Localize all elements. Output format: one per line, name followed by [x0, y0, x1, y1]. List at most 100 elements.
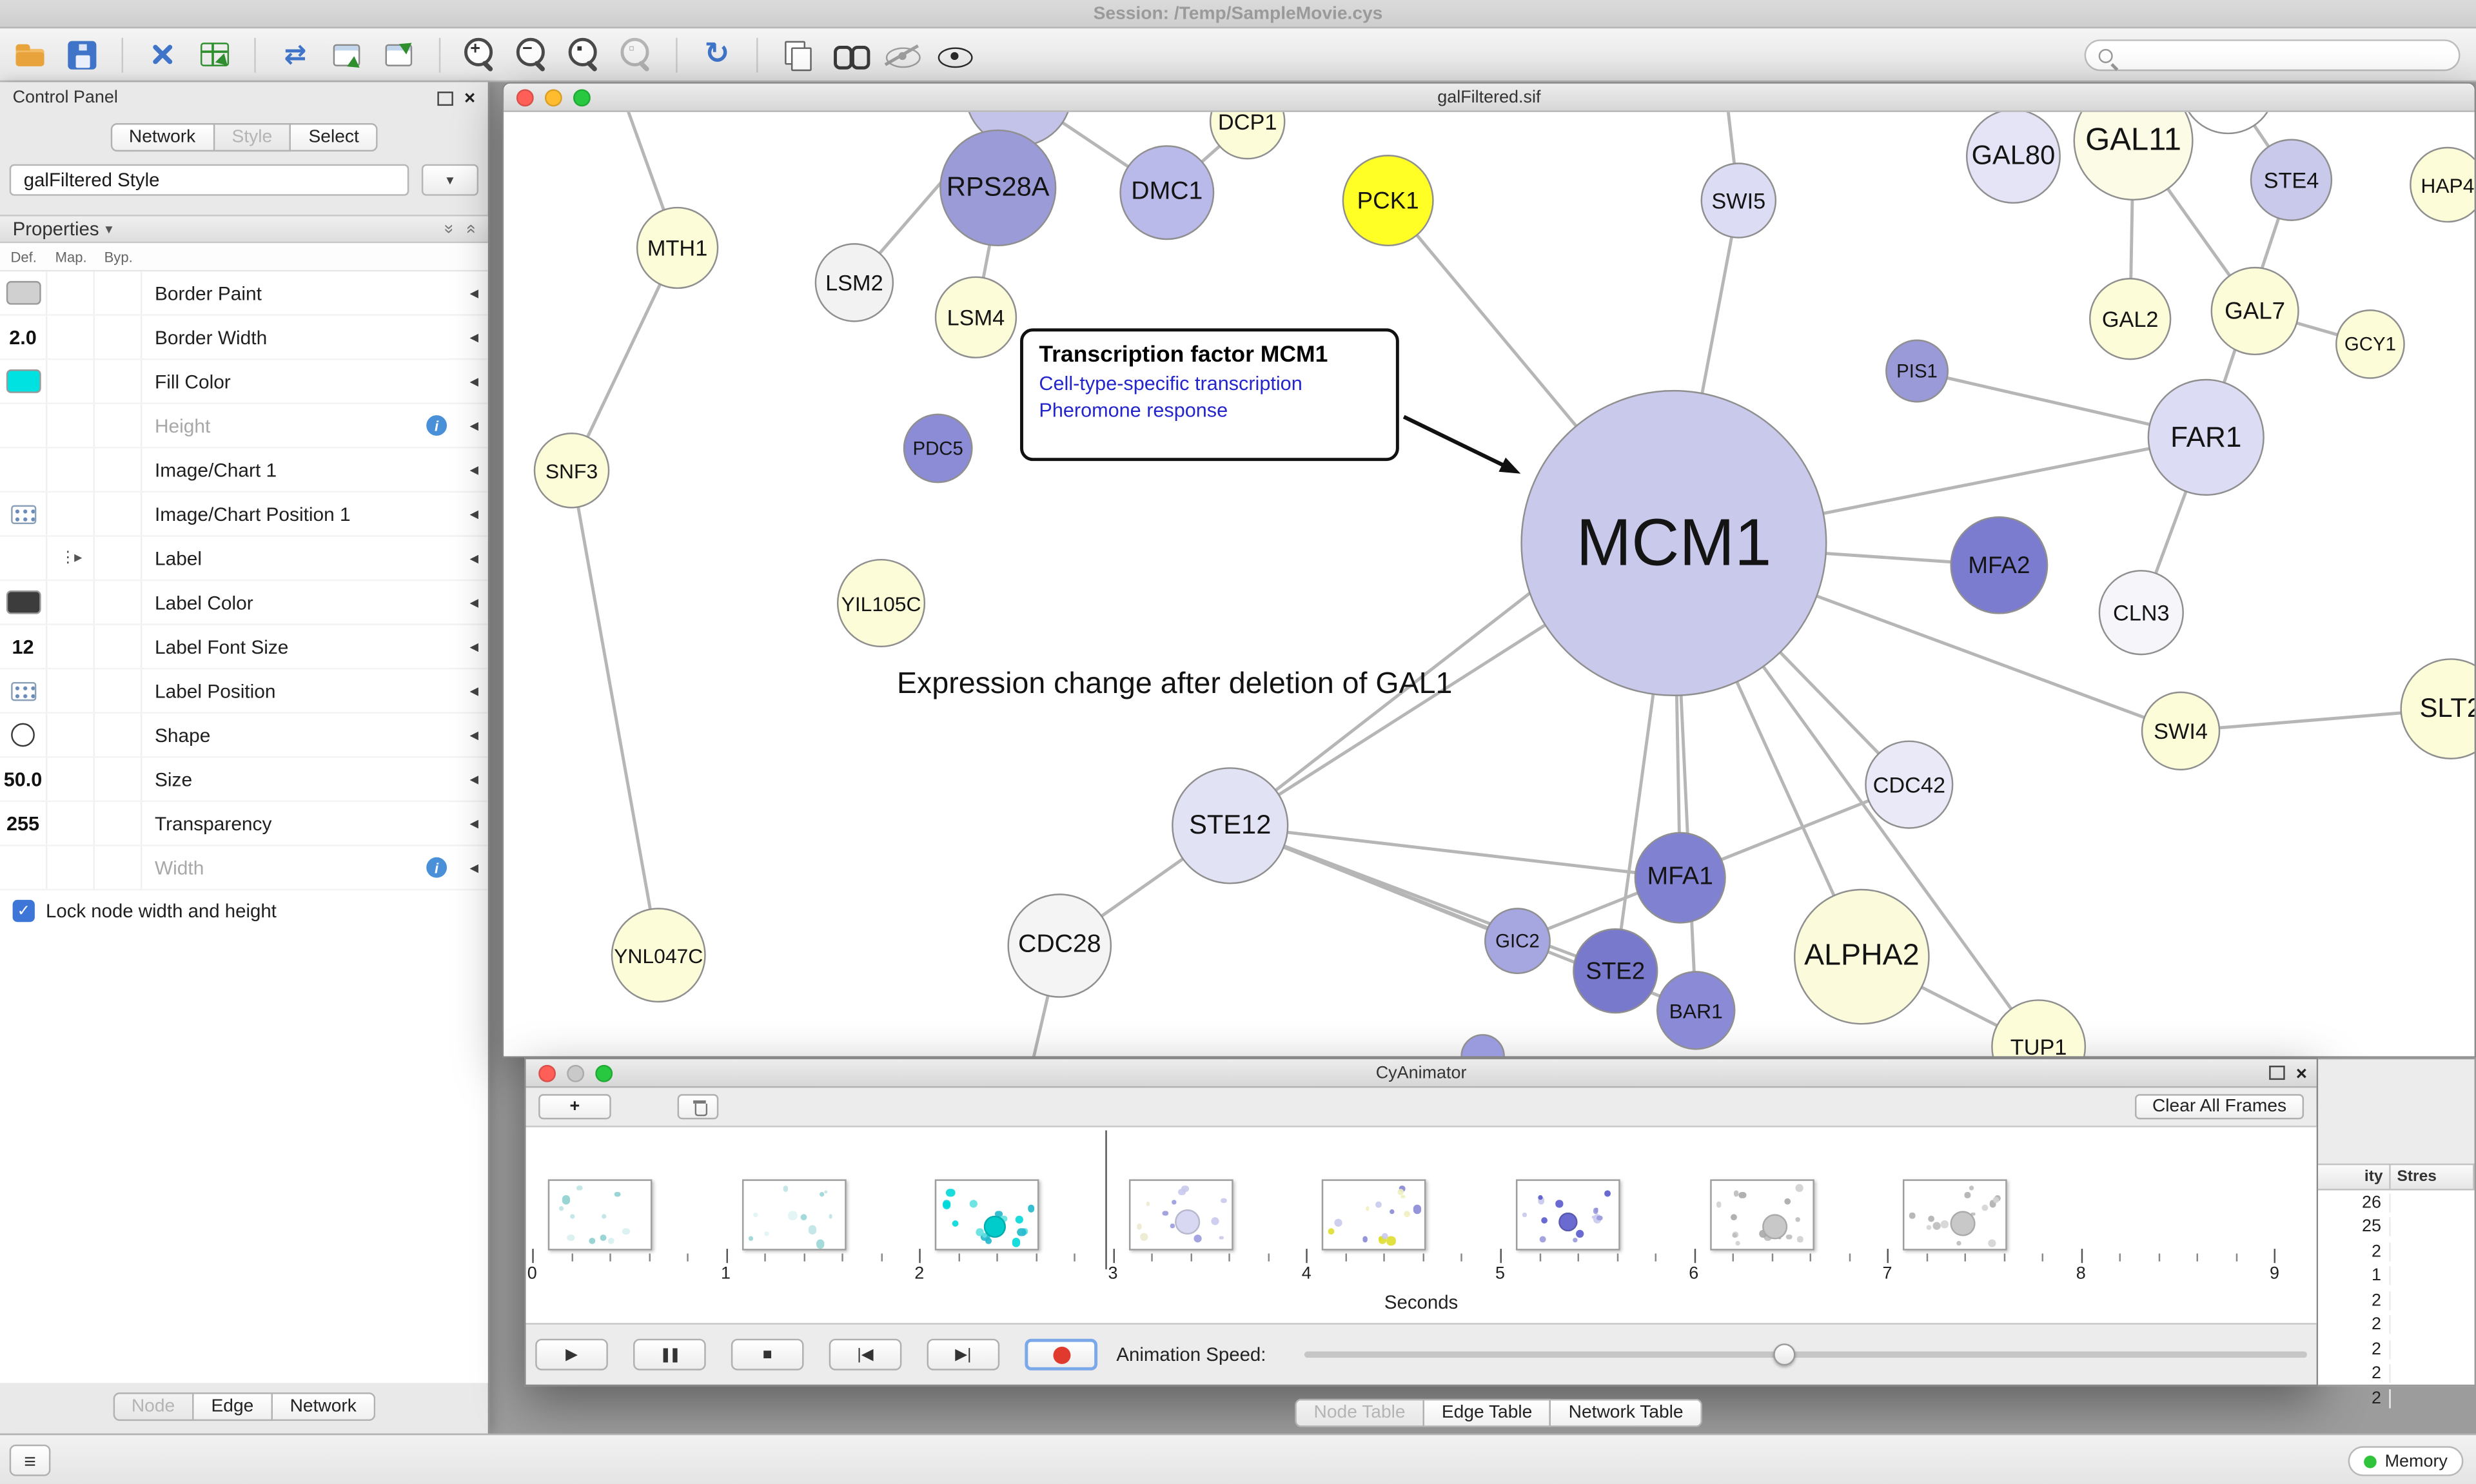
- mapping-cell[interactable]: [47, 757, 95, 801]
- node-far1[interactable]: FAR1: [2147, 378, 2265, 496]
- default-value-cell[interactable]: [0, 448, 48, 491]
- property-row-shape[interactable]: Shape◂: [0, 713, 488, 758]
- bypass-cell[interactable]: [95, 846, 142, 889]
- close-traffic-light[interactable]: [538, 1064, 556, 1082]
- table-row[interactable]: 2: [2318, 1313, 2474, 1337]
- node-swi5[interactable]: SWI5: [1700, 162, 1777, 239]
- node-mfa2[interactable]: MFA2: [1950, 516, 2049, 614]
- property-row-label-color[interactable]: Label Color◂: [0, 581, 488, 625]
- mapping-cell[interactable]: [47, 315, 95, 358]
- annotation-box[interactable]: Transcription factor MCM1 Cell-type-spec…: [1020, 328, 1399, 462]
- search-input[interactable]: [2120, 46, 2446, 65]
- node-gal80[interactable]: GAL80: [1965, 112, 2061, 204]
- default-value-cell[interactable]: [0, 271, 48, 315]
- pause-button[interactable]: [633, 1338, 706, 1371]
- column-header[interactable]: Stres: [2390, 1163, 2475, 1191]
- zoom-selected-icon[interactable]: ▫: [616, 34, 657, 75]
- cyanimator-titlebar[interactable]: CyAnimator ×: [526, 1059, 2317, 1088]
- frame-thumbnail[interactable]: [1128, 1179, 1233, 1251]
- open-session-icon[interactable]: [10, 34, 51, 75]
- property-row-label-position[interactable]: Label Position◂: [0, 669, 488, 714]
- expand-arrow-icon[interactable]: ◂: [469, 770, 479, 790]
- default-value-cell[interactable]: [0, 360, 48, 403]
- mapping-cell[interactable]: [47, 625, 95, 668]
- node-ste2[interactable]: STE2: [1573, 928, 1658, 1014]
- expand-arrow-icon[interactable]: ◂: [469, 461, 479, 480]
- expand-arrow-icon[interactable]: ◂: [469, 726, 479, 745]
- node-ste4[interactable]: STE4: [2250, 139, 2333, 221]
- table-row[interactable]: 2: [2318, 1337, 2474, 1362]
- bypass-cell[interactable]: [95, 315, 142, 358]
- node-lsm2[interactable]: LSM2: [814, 243, 894, 322]
- bypass-cell[interactable]: [95, 404, 142, 447]
- tab-edge-table[interactable]: Edge Table: [1424, 1398, 1551, 1427]
- frame-thumbnail[interactable]: [1322, 1179, 1427, 1251]
- default-value-cell[interactable]: 255: [0, 802, 48, 845]
- record-button[interactable]: [1025, 1338, 1098, 1371]
- panel-menu-button[interactable]: ≡: [9, 1444, 51, 1476]
- zoom-traffic-light[interactable]: [595, 1064, 613, 1082]
- node-lsm4[interactable]: LSM4: [934, 276, 1017, 358]
- mapping-cell[interactable]: [47, 404, 95, 447]
- style-options-button[interactable]: ▾: [421, 164, 479, 196]
- lock-size-row[interactable]: ✓ Lock node width and height: [12, 899, 277, 923]
- tab-network[interactable]: Network: [110, 123, 215, 152]
- expand-arrow-icon[interactable]: ◂: [469, 328, 479, 347]
- close-icon[interactable]: ×: [464, 86, 476, 109]
- zoom-traffic-light[interactable]: [573, 88, 591, 106]
- expand-arrow-icon[interactable]: ◂: [469, 593, 479, 613]
- expand-arrow-icon[interactable]: ◂: [469, 638, 479, 657]
- tab-network-table[interactable]: Network Table: [1551, 1398, 1702, 1427]
- property-row-label[interactable]: ⋮▸Label◂: [0, 536, 488, 581]
- node-snf3[interactable]: SNF3: [533, 433, 610, 509]
- node-pck1[interactable]: PCK1: [1342, 155, 1434, 247]
- find-icon[interactable]: [829, 34, 870, 75]
- export-image-icon[interactable]: [379, 34, 420, 75]
- tab-node-table[interactable]: Node Table: [1295, 1398, 1424, 1427]
- minimize-traffic-light[interactable]: [544, 88, 562, 106]
- node-bar1[interactable]: BAR1: [1656, 971, 1736, 1050]
- node-ynl047c[interactable]: YNL047C: [611, 908, 706, 1003]
- network-canvas[interactable]: Expression change after deletion of GAL1…: [504, 112, 2475, 1057]
- annotation-link[interactable]: Pheromone response: [1039, 399, 1228, 422]
- hide-selected-icon[interactable]: [881, 34, 923, 75]
- node-cln3[interactable]: CLN3: [2098, 570, 2184, 656]
- default-value-cell[interactable]: [0, 581, 48, 624]
- default-value-cell[interactable]: 50.0: [0, 757, 48, 801]
- tab-edge[interactable]: Edge: [193, 1392, 273, 1421]
- default-value-cell[interactable]: [0, 493, 48, 536]
- bypass-cell[interactable]: [95, 802, 142, 845]
- search-box[interactable]: [2084, 39, 2461, 72]
- annotation-icon[interactable]: [777, 34, 818, 75]
- node-pis1[interactable]: PIS1: [1885, 339, 1949, 403]
- default-value-cell[interactable]: [0, 669, 48, 712]
- property-row-fill-color[interactable]: Fill Color◂: [0, 360, 488, 404]
- property-row-border-paint[interactable]: Border Paint◂: [0, 271, 488, 316]
- slider-thumb[interactable]: [1773, 1343, 1795, 1366]
- node-mcm1[interactable]: MCM1: [1520, 389, 1827, 697]
- collapse-all-icon[interactable]: »: [460, 224, 480, 234]
- play-button[interactable]: ▶: [535, 1338, 608, 1371]
- bypass-cell[interactable]: [95, 757, 142, 801]
- style-dropdown[interactable]: galFiltered Style: [9, 164, 409, 196]
- default-value-cell[interactable]: [0, 846, 48, 889]
- float-window-icon[interactable]: [437, 90, 453, 105]
- import-network-icon[interactable]: [142, 34, 183, 75]
- mapping-cell[interactable]: [47, 360, 95, 403]
- tab-network[interactable]: Network: [272, 1392, 376, 1421]
- expand-arrow-icon[interactable]: ◂: [469, 681, 479, 701]
- app-titlebar[interactable]: Session: /Temp/SampleMovie.cys: [0, 0, 2476, 29]
- bypass-cell[interactable]: [95, 536, 142, 580]
- expand-arrow-icon[interactable]: ◂: [469, 284, 479, 304]
- refresh-layout-icon[interactable]: ↻: [704, 37, 730, 72]
- annotation-link[interactable]: Cell-type-specific transcription: [1039, 372, 1302, 395]
- default-value-cell[interactable]: [0, 713, 48, 757]
- color-swatch[interactable]: [5, 369, 41, 393]
- checkbox-checked-icon[interactable]: ✓: [12, 899, 35, 923]
- frame-thumbnail[interactable]: [547, 1179, 653, 1251]
- tab-select[interactable]: Select: [291, 123, 378, 152]
- table-row[interactable]: 2: [2318, 1288, 2474, 1313]
